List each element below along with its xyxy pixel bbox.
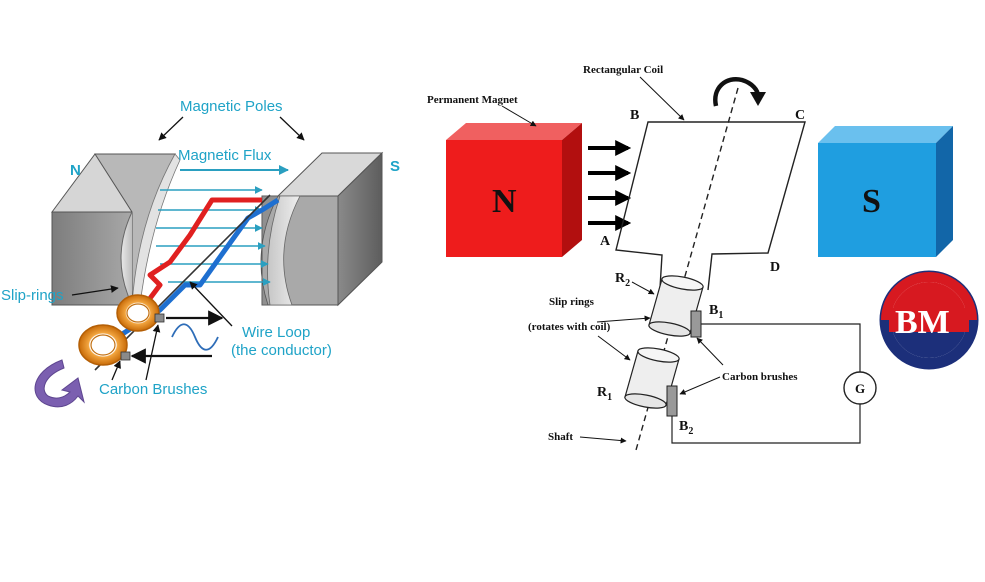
label-corner-d: D bbox=[770, 260, 780, 275]
magnet-n-letter: N bbox=[492, 183, 517, 220]
left-generator-diagram: Magnetic Poles Magnetic Flux N S Slip-ri… bbox=[1, 98, 400, 408]
slip-ring-r1 bbox=[624, 347, 680, 409]
slip-ring-r2 bbox=[648, 275, 704, 337]
magnet-s-letter: S bbox=[862, 183, 881, 220]
label-corner-a: A bbox=[600, 234, 611, 249]
right-generator-diagram: N S bbox=[427, 64, 979, 451]
label-corner-b: B bbox=[630, 108, 639, 123]
circuit-wire bbox=[701, 323, 861, 372]
label-brush-b1: B1 bbox=[709, 303, 723, 321]
rotation-arrow-icon bbox=[34, 359, 85, 408]
label-ring-r1: R1 bbox=[597, 385, 612, 403]
label-ring-r2: R2 bbox=[615, 271, 630, 289]
label-shaft: Shaft bbox=[548, 431, 573, 443]
label-the-conductor: (the conductor) bbox=[231, 342, 332, 359]
carbon-brush-lower bbox=[120, 351, 131, 361]
field-arrows bbox=[588, 140, 632, 231]
label-pole-n: N bbox=[70, 162, 81, 179]
slip-ring-near bbox=[78, 324, 128, 366]
north-pole-block bbox=[51, 153, 181, 306]
label-rotates-with-coil: (rotates with coil) bbox=[528, 321, 611, 333]
north-permanent-magnet: N bbox=[446, 123, 582, 257]
label-slip-rings: Slip-rings bbox=[1, 287, 64, 304]
label-carbon-brushes: Carbon Brushes bbox=[99, 381, 207, 398]
bm-logo: BM bbox=[879, 270, 979, 370]
rectangular-coil bbox=[615, 121, 806, 291]
label-rectangular-coil: Rectangular Coil bbox=[583, 64, 663, 76]
ac-sine-wave-icon bbox=[171, 323, 219, 351]
carbon-brush-upper bbox=[154, 313, 165, 323]
galvanometer: G bbox=[843, 371, 877, 405]
label-wire-loop: Wire Loop bbox=[242, 324, 310, 341]
label-magnetic-flux: Magnetic Flux bbox=[178, 147, 272, 164]
label-permanent-magnet: Permanent Magnet bbox=[427, 94, 518, 106]
south-permanent-magnet: S bbox=[818, 126, 953, 257]
label-slip-rings: Slip rings bbox=[549, 296, 595, 308]
circuit-wire-return bbox=[671, 404, 861, 444]
wire-red-side bbox=[128, 197, 262, 327]
rotation-arrow-icon bbox=[713, 76, 761, 107]
wire-blue-side bbox=[103, 197, 280, 348]
slip-ring-far bbox=[116, 294, 160, 332]
carbon-brush-b2 bbox=[666, 385, 678, 417]
label-pole-s: S bbox=[390, 158, 400, 175]
label-brush-b2: B2 bbox=[679, 419, 693, 437]
label-corner-c: C bbox=[795, 108, 805, 123]
label-magnetic-poles: Magnetic Poles bbox=[180, 98, 283, 115]
logo-text: BM bbox=[895, 304, 950, 341]
galvanometer-label: G bbox=[855, 381, 865, 396]
label-carbon-brushes: Carbon brushes bbox=[722, 371, 798, 383]
south-pole-block bbox=[260, 151, 384, 307]
carbon-brush-b1 bbox=[690, 310, 702, 338]
